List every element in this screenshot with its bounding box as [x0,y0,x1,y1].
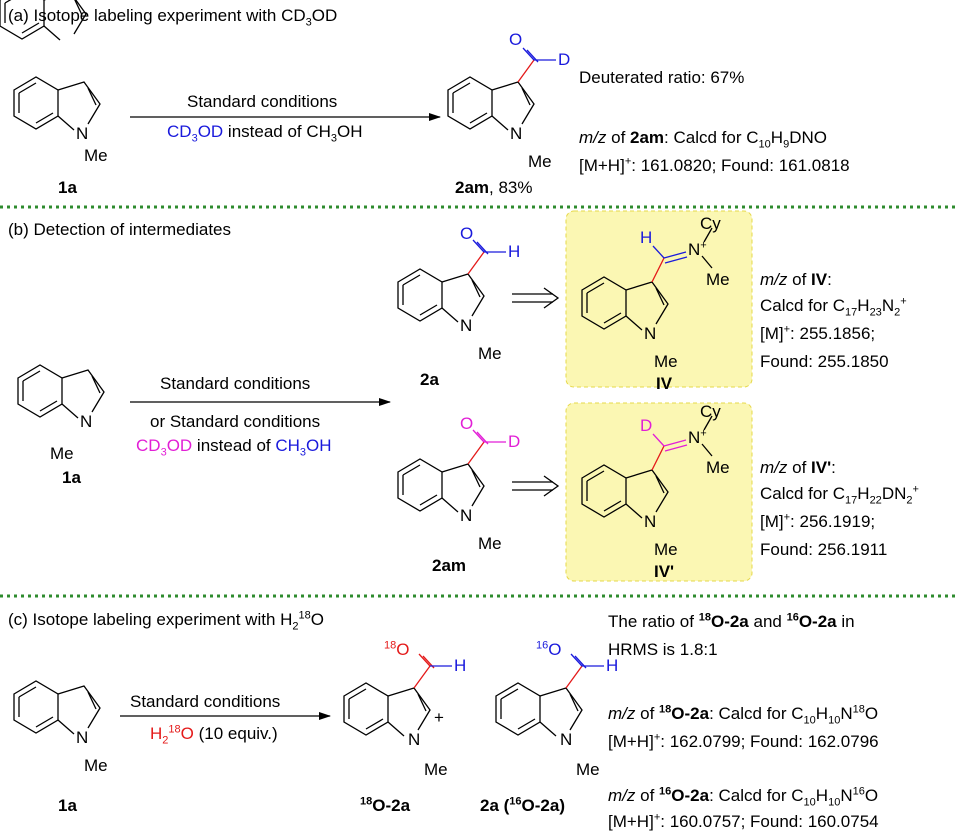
atom-d-ivp: D [640,416,653,435]
atom-n-iv: N+ [688,239,707,259]
panel-b-title: (b) Detection of intermediates [8,220,231,239]
molecule-2am-panel-a [447,76,535,131]
label-ivp: IV' [654,562,675,581]
cho-bond-c1 [413,653,452,689]
me-label-16o-2a: Me [576,760,600,779]
hrms-ivp-line1: m/z of IV': [760,458,836,477]
molecule-2a [397,268,485,323]
atom-d-2am-a: D [558,50,571,69]
molecule-18o-2a [343,682,431,737]
hrms-line1-a: m/z of 2am: Calcd for C10H9DNO [579,128,827,151]
atom-16o-label: 16O [536,639,562,659]
plus-charge: + [434,708,444,727]
conditions-bottom-a: CD3OD instead of CH3OH [167,122,363,145]
cy-label-iv: Cy [700,214,721,233]
conditions-top-a: Standard conditions [187,92,338,111]
atom-o-2a: O [460,224,474,243]
label-2am-a: 2am, 83% [455,178,533,197]
hrms-iv-line4: Found: 255.1850 [760,352,889,371]
deuterated-ratio: Deuterated ratio: 67% [579,68,745,87]
iminium-bond-iv [651,227,713,283]
conditions-mid-b: or Standard conditions [150,412,321,431]
cho-bond-a [517,47,556,83]
cho-bond-c2 [565,653,604,689]
conditions-top-c: Standard conditions [130,692,281,711]
molecule-2am-panel-b [397,458,485,513]
label-iv: IV [656,374,673,393]
atom-n-1a-b: N [80,412,93,431]
atom-n-ring-iv: N [644,324,657,343]
molecule-1a-panel-c [13,680,101,735]
atom-n-2am-a: N [510,124,523,143]
conditions-bottom-b: CD3OD instead of CH3OH [136,436,332,459]
me-label-1a-c: Me [84,756,108,775]
indole-skeleton [0,0,87,41]
atom-n-2a: N [460,316,473,335]
atom-n-16o-2a: N [560,730,573,749]
label-18o-2a: 18O-2a [360,795,411,815]
atom-n-ring-ivp: N [644,512,657,531]
atom-18o-label: 18O [384,639,410,659]
hrms-18o-line1: m/z of 18O-2a: Calcd for C10H10N18O [608,703,879,727]
molecule-1a-panel-b [17,364,105,419]
atom-n-18o-2a: N [408,730,421,749]
hrms-16o-line1: m/z of 16O-2a: Calcd for C10H10N16O [608,785,879,809]
ratio-line1: The ratio of 18O-2a and 16O-2a in [608,611,855,631]
conditions-bottom-c: H218O (10 equiv.) [150,723,278,747]
hrms-iv-line3: [M]+: 255.1856; [760,323,876,343]
atom-d-2am-b: D [508,432,521,451]
atom-h-16o-2a: H [606,656,619,675]
label-1a-b: 1a [62,468,81,487]
me-label-ivp: Me [654,540,678,559]
hrms-ivp-line4: Found: 256.1911 [760,540,888,559]
atom-h-18o-2a: H [454,656,467,675]
hrms-iv-line2: Calcd for C17H23N2+ [760,295,907,319]
cdo-bond-b2 [467,429,506,465]
atom-h-2a: H [508,242,521,261]
label-1a-c: 1a [58,796,77,815]
me-label-2am-a: Me [528,152,552,171]
cy-label-ivp: Cy [700,402,721,421]
me-label-iv: Me [654,352,678,371]
highlight-box-iv [565,210,753,388]
hrms-line2-a: [M+H]+: 161.0820; Found: 161.0818 [579,155,850,175]
hrms-16o-line2: [M+H]+: 160.0757; Found: 160.0754 [608,811,879,831]
iminium-bond-ivp [651,415,713,471]
conditions-top-b: Standard conditions [160,374,311,393]
label-16o-2a: 2a (16O-2a) [480,795,566,815]
hrms-18o-line2: [M+H]+: 162.0799; Found: 162.0796 [608,731,879,751]
cho-bond-b1 [467,239,506,275]
implies-arrow-2 [512,475,560,497]
panel-c-title: (c) Isotope labeling experiment with H21… [8,609,325,633]
me-n-label-iv: Me [706,270,730,289]
me-n-label-ivp: Me [706,458,730,477]
atom-o-2am-a: O [509,30,523,49]
molecule-16o-2a [495,682,583,737]
atom-h-iv: H [640,228,653,247]
me-label-1a-a: Me [84,146,108,165]
hrms-ivp-line3: [M]+: 256.1919; [760,511,876,531]
atom-n-1a-c: N [76,728,89,747]
hrms-iv-line1: m/z of IV: [760,270,832,289]
molecule-1a-panel-a [13,76,101,131]
me-label-1a-b: Me [50,444,74,463]
atom-n-2am-b: N [460,506,473,525]
implies-arrow-1 [512,287,560,309]
atom-n-ivp: N+ [688,427,707,447]
atom-o-2am-b: O [460,414,474,433]
ratio-line2: HRMS is 1.8:1 [608,640,718,659]
atom-n-1a-a: N [76,124,89,143]
hrms-ivp-line2: Calcd for C17H22DN2+ [760,483,919,507]
me-label-2am-b: Me [478,534,502,553]
panel-a-title: (a) Isotope labeling experiment with CD3… [8,6,338,29]
label-1a-a: 1a [58,178,77,197]
me-label-18o-2a: Me [424,760,448,779]
label-2a: 2a [420,370,439,389]
label-2am-b: 2am [432,556,467,575]
me-label-2a: Me [478,344,502,363]
